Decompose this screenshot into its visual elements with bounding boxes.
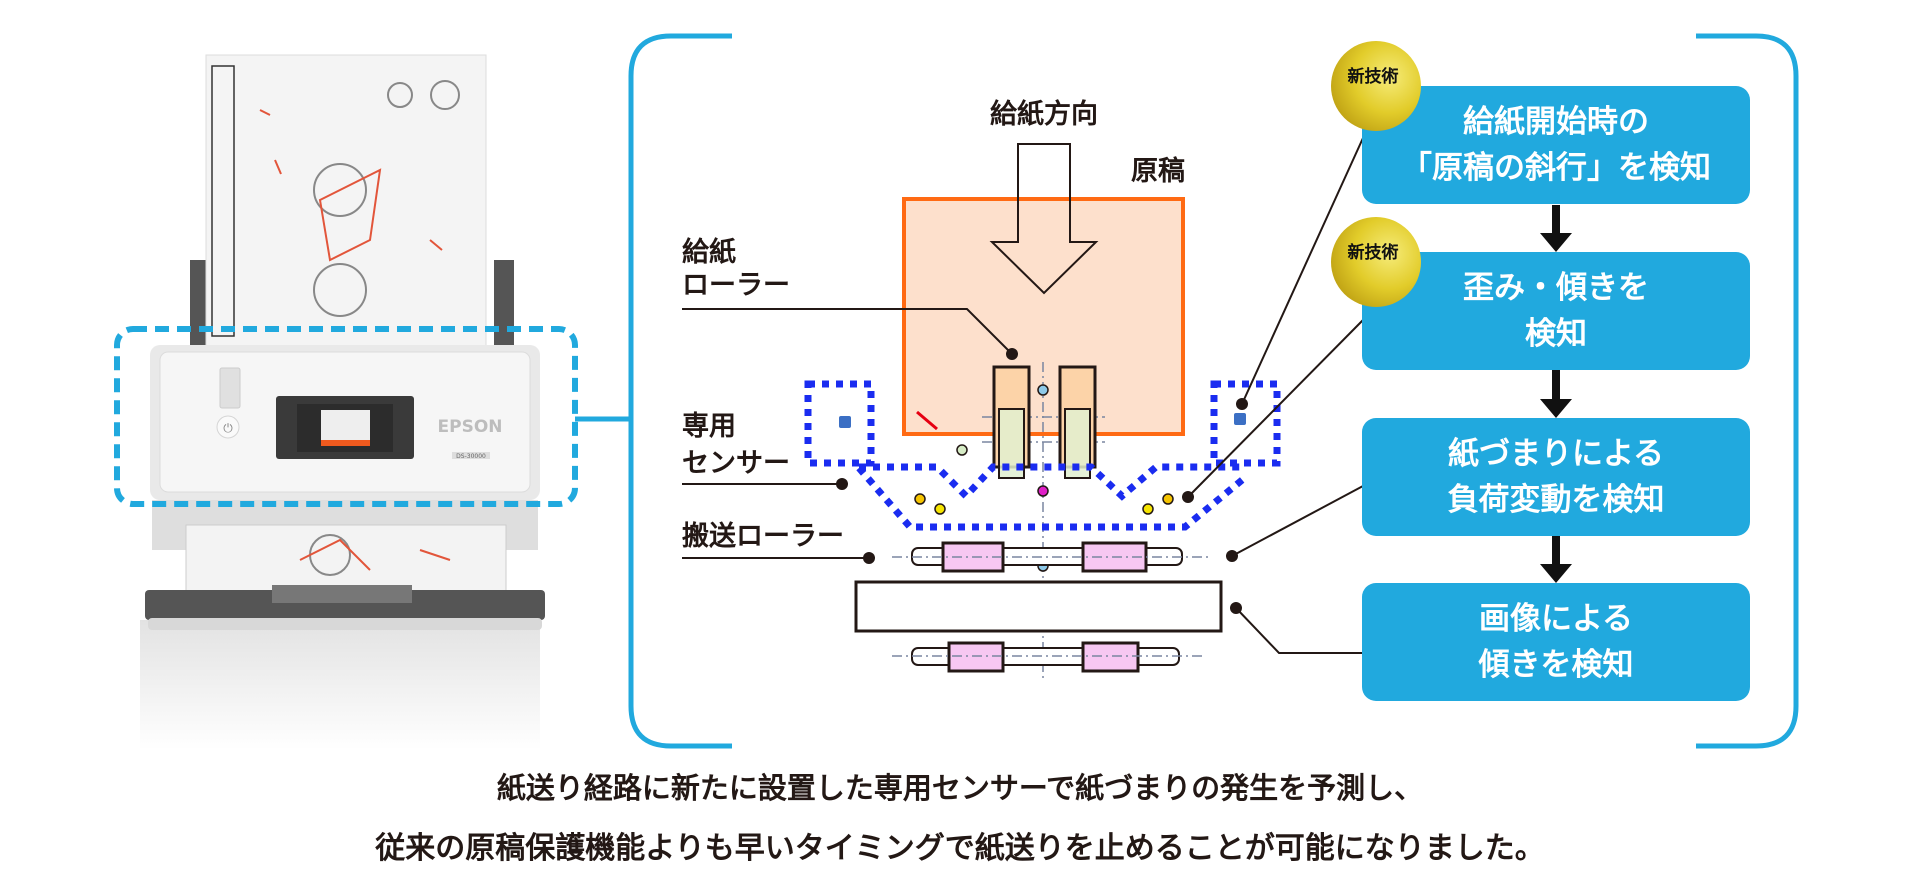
sensor-boundary: [804, 380, 1281, 531]
document-sheet: [902, 197, 1185, 436]
power-icon: ⏻: [223, 421, 233, 435]
feed-roller-label-2: ローラー: [682, 270, 790, 301]
left-bracket: [628, 33, 732, 749]
eject-lever: [219, 367, 241, 409]
leader-dot: [1230, 602, 1242, 614]
document-label: 原稿: [1131, 155, 1185, 187]
step-text: 負荷変動を検知: [1447, 482, 1665, 518]
flow-step-image-detection: 画像による 傾きを検知: [1362, 583, 1750, 701]
leader-dot: [863, 552, 875, 564]
caption-line-1: 紙送り経路に新たに設置した専用センサーで紙づまりの発生を予測し、: [496, 771, 1424, 805]
flow-leaders: [1187, 137, 1364, 654]
feed-direction-arrow: [989, 143, 1099, 295]
feed-roller-left: [992, 365, 1031, 479]
badge-text: 新技術: [1347, 242, 1399, 263]
flow-arrow-1: [1540, 205, 1572, 252]
output-document: [185, 524, 507, 596]
document-drawing: [259, 80, 460, 317]
sensor-dot: [1162, 493, 1174, 505]
sensor-dot: [1142, 503, 1154, 515]
leader-dot: [1006, 348, 1018, 360]
model-label-plate: [452, 452, 490, 459]
flow-step-skew-detection: 給紙開始時の 「原稿の斜行」を検知: [1362, 86, 1750, 204]
sensor-dot: [914, 493, 926, 505]
tray-extension: [272, 585, 412, 603]
right-bracket: [1696, 33, 1799, 749]
sensor-square-right: [1234, 413, 1246, 425]
flow-step-distortion-detection: 歪み・傾きを 検知: [1362, 252, 1750, 370]
sensor-square-left: [839, 416, 851, 428]
output-document-drawing: [299, 534, 451, 576]
sensor-dot: [934, 503, 946, 515]
power-button: [216, 415, 240, 439]
feed-roller-right: [1058, 365, 1097, 479]
leader-dot: [1182, 491, 1194, 503]
tray-base: [148, 618, 542, 630]
step-text: 「原稿の斜行」を検知: [1401, 150, 1711, 186]
model-label: DS-30000: [456, 453, 486, 460]
step-text: 検知: [1525, 316, 1587, 352]
document-table: [211, 65, 235, 337]
feed-roller-leader: [682, 308, 1013, 355]
feed-direction-label: 給紙方向: [990, 98, 1098, 130]
step-text: 画像による: [1478, 601, 1634, 637]
leader-dot: [1226, 550, 1238, 562]
transport-roller-label: 搬送ローラー: [682, 520, 844, 552]
output-tray: [145, 590, 545, 620]
feed-roller-label-1: 給紙: [682, 236, 736, 268]
caption-line-2: 従来の原稿保護機能よりも早いタイミングで紙送りを止めることが可能になりました。: [375, 831, 1545, 866]
leader-dot: [836, 478, 848, 490]
input-document: [205, 54, 487, 356]
sensor-label-1: 専用: [682, 411, 736, 442]
scan-unit: [854, 580, 1223, 633]
screen-orange-bar: [321, 440, 370, 446]
new-tech-badge: 新技術: [1331, 41, 1421, 131]
transport-roller-lower: [892, 641, 1205, 673]
sensor-dot: [1037, 485, 1049, 497]
step-text: 給紙開始時の: [1463, 104, 1649, 140]
flow-step-load-detection: 紙づまりによる 負荷変動を検知: [1362, 418, 1750, 536]
badge-text: 新技術: [1347, 66, 1399, 87]
sensor-dot: [956, 444, 968, 456]
step-text: 歪み・傾きを: [1463, 270, 1649, 306]
step-text: 傾きを検知: [1478, 647, 1634, 683]
flow-arrow-3: [1540, 536, 1572, 583]
step-text: 紙づまりによる: [1447, 436, 1665, 472]
sensor-label-2: センサー: [682, 448, 790, 479]
epson-logo: EPSON: [438, 417, 503, 437]
sensor-dot: [1037, 384, 1049, 396]
leader-dot: [1236, 398, 1248, 410]
new-tech-badge: 新技術: [1331, 217, 1421, 307]
flow-arrow-2: [1540, 370, 1572, 418]
skew-mark: [916, 410, 938, 431]
transport-roller-upper: [892, 541, 1212, 573]
scanner-shadow: [140, 620, 540, 750]
